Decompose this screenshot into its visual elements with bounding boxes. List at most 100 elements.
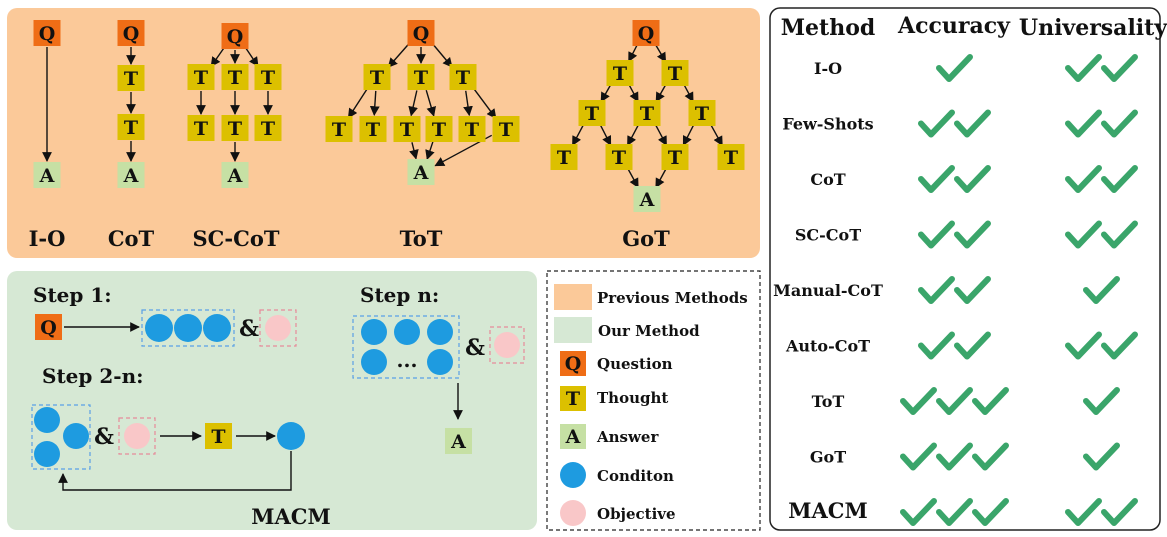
got-thought-node: T — [661, 144, 689, 170]
check-icon — [1065, 331, 1102, 360]
tree-edge — [654, 124, 668, 147]
label-cot: CoT — [108, 226, 155, 251]
tot-thought-node: T — [449, 64, 477, 90]
tree-edge — [347, 87, 369, 119]
tree-edge — [571, 124, 585, 147]
svg-text:Q: Q — [565, 353, 582, 375]
svg-text:T: T — [668, 147, 682, 169]
check-icon — [1101, 109, 1138, 138]
macm-title: MACM — [251, 504, 331, 529]
table-row: GoT — [810, 442, 1120, 471]
svg-text:Q: Q — [227, 26, 244, 48]
tree-edge — [654, 43, 667, 63]
svg-text:Q: Q — [39, 23, 56, 45]
row-method: GoT — [810, 448, 846, 467]
tree-edge — [210, 46, 226, 68]
svg-text:A: A — [39, 165, 55, 187]
step2n-thought-node: T — [205, 423, 232, 449]
step2n-label: Step 2-n: — [42, 364, 144, 388]
legend-answer-node: A — [560, 424, 586, 449]
stepn-ellipsis: ... — [397, 348, 418, 372]
svg-text:T: T — [124, 117, 138, 139]
condition-circle — [174, 314, 202, 342]
svg-text:T: T — [456, 67, 470, 89]
legend-question-node: Q — [560, 351, 586, 376]
condition-circle — [203, 314, 231, 342]
svg-text:T: T — [724, 147, 738, 169]
tree-edge — [628, 44, 638, 63]
table-row: SC-CoT — [795, 220, 1138, 249]
tot-thought-node: T — [359, 116, 387, 142]
svg-text:T: T — [612, 147, 626, 169]
condition-circle — [427, 319, 453, 345]
cot-thought-node: T — [117, 114, 145, 140]
stepn-label: Step n: — [360, 283, 439, 307]
tree-edge — [627, 168, 639, 189]
check-icon — [972, 498, 1009, 526]
svg-text:Q: Q — [638, 23, 655, 45]
table-rows: I-OFew-ShotsCoTSC-CoTManual-CoTAuto-CoTT… — [773, 54, 1138, 526]
svg-text:T: T — [124, 68, 138, 90]
tree-edge — [387, 42, 411, 68]
check-icon — [918, 220, 955, 249]
step1-question-node: Q — [35, 314, 62, 340]
svg-text:A: A — [450, 431, 466, 453]
tree-edge — [710, 124, 723, 147]
tree-edge — [683, 84, 694, 103]
svg-text:T: T — [668, 63, 682, 85]
svg-text:A: A — [227, 165, 243, 187]
got-thought-node: T — [661, 60, 689, 86]
svg-text:A: A — [413, 162, 429, 184]
check-icon — [900, 387, 937, 415]
check-icon — [1083, 276, 1120, 304]
tree-edge — [369, 90, 380, 117]
table-row: ToT — [812, 387, 1120, 415]
table-row: CoT — [810, 165, 1138, 193]
objective-circle — [124, 423, 150, 449]
cot-answer-node: A — [117, 162, 145, 188]
tree-edge — [626, 124, 640, 147]
row-method: MACM — [788, 498, 868, 523]
table-row: Manual-CoT — [773, 276, 1120, 304]
legend-condition-circle — [560, 462, 586, 488]
sc-cot-thought-node: T — [254, 64, 282, 90]
svg-text:T: T — [566, 388, 580, 410]
legend-answer: Answer — [596, 428, 659, 446]
svg-text:T: T — [370, 67, 384, 89]
svg-text:T: T — [228, 118, 242, 140]
check-icon — [936, 498, 973, 526]
table-row: Few-Shots — [782, 109, 1138, 138]
svg-text:Q: Q — [413, 23, 430, 45]
comparison-table — [769, 7, 1161, 531]
svg-text:A: A — [565, 426, 581, 448]
legend-objective: Objective — [597, 505, 676, 523]
check-icon — [1101, 498, 1138, 526]
check-icon — [1065, 54, 1102, 82]
stepn-amp: & — [465, 335, 485, 361]
stepn-answer-node: A — [445, 428, 472, 454]
check-icon — [936, 54, 973, 82]
tree-edge — [408, 90, 418, 117]
tree-edge — [244, 46, 259, 67]
tree-edge — [463, 90, 473, 117]
check-icon — [918, 276, 955, 304]
step1-label: Step 1: — [33, 283, 112, 307]
io-answer-node: A — [33, 162, 61, 188]
svg-text:T: T — [261, 67, 275, 89]
condition-circle — [34, 441, 60, 467]
check-icon — [1101, 220, 1138, 249]
tot-thought-node: T — [363, 64, 391, 90]
svg-text:T: T — [432, 119, 446, 141]
condition-circle — [361, 319, 387, 345]
check-icon — [1065, 498, 1102, 526]
check-icon — [1083, 387, 1120, 415]
svg-text:T: T — [414, 67, 428, 89]
svg-text:T: T — [640, 103, 654, 125]
legend-question: Question — [597, 355, 673, 373]
svg-text:T: T — [332, 119, 346, 141]
check-icon — [1101, 54, 1138, 82]
tree-edge — [628, 84, 639, 103]
svg-text:T: T — [194, 67, 208, 89]
svg-text:Q: Q — [123, 23, 140, 45]
sc-cot-thought-node: T — [187, 115, 215, 141]
